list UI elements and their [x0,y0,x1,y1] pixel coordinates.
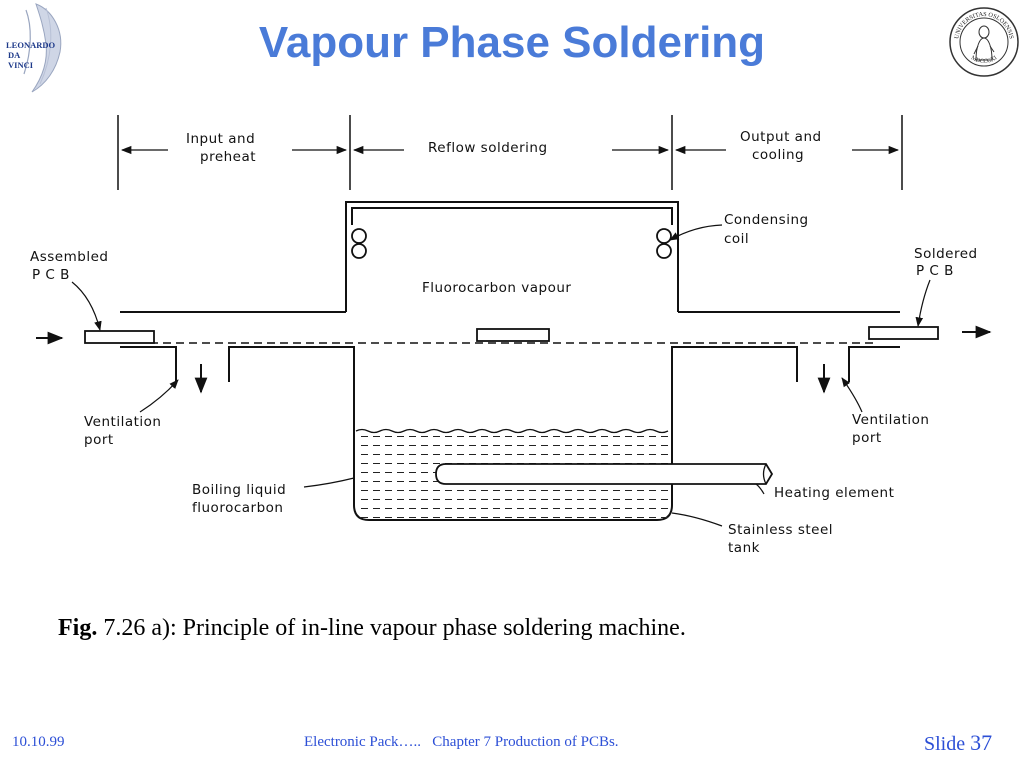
figure-caption: Fig. 7.26 a): Principle of in-line vapou… [58,615,686,642]
footer-center-text: Electronic Pack….. Chapter 7 Production … [304,734,619,750]
zone-output-label-2: cooling [752,147,804,163]
ventilation-left-label-2: port [84,432,114,448]
logo-text-line3: VINCI [8,60,34,70]
zone-reflow-label: Reflow soldering [428,140,548,156]
zone-input-label-1: Input and [186,131,255,147]
assembled-pcb [84,330,155,344]
slide-title: Vapour Phase Soldering [258,18,766,67]
condensing-coil-label-2: coil [724,231,749,247]
fluorocarbon-vapour-label: Fluorocarbon vapour [422,280,571,296]
zone-output-label-1: Output and [740,129,822,145]
condensing-coils [351,228,672,259]
ventilation-right-label-1: Ventilation [852,412,929,428]
zone-input-label-2: preheat [200,149,256,165]
right-vent-wall-2 [848,346,900,382]
pcb-in-vapour [476,328,550,342]
leonardo-da-vinci-logo: LEONARDO DA VINCI [6,3,62,93]
footer-date: 10.10.99 [12,734,65,750]
stainless-tank [353,504,673,521]
stainless-tank-label-1: Stainless steel [728,522,833,538]
boiling-liquid-label-2: fluorocarbon [192,500,283,516]
caption-text: 7.26 a): Principle of in-line vapour pha… [97,615,686,641]
boiling-liquid-label-1: Boiling liquid [192,482,286,498]
vapour-chamber-outer [345,201,679,312]
assembled-pcb-label-2: P C B [32,267,70,283]
ventilation-right-label-2: port [852,430,882,446]
assembled-pcb-label-1: Assembled [30,249,108,265]
right-vent-wall-1 [671,346,798,505]
footer-slide-number: Slide 37 [924,730,992,756]
condensing-coil-label-1: Condensing [724,212,809,228]
logo-text-line1: LEONARDO [6,40,56,50]
slide-label: Slide [924,733,966,755]
heating-element-label: Heating element [774,485,894,501]
university-of-oslo-seal: UNIVERSITAS OSLOENSIS MDCCCXI [949,7,1019,77]
soldered-pcb [868,326,939,340]
heating-element [435,463,774,485]
caption-prefix: Fig. [58,615,98,641]
left-vent-wall-1 [120,346,177,382]
left-vent-wall-2 [228,346,355,505]
soldered-pcb-label-2: P C B [916,263,954,279]
vapour-phase-machine-diagram: Input and preheat Reflow soldering Outpu… [30,115,992,556]
logo-text-line2: DA [8,50,21,60]
ventilation-left-label-1: Ventilation [84,414,161,430]
slide-number: 37 [970,730,993,755]
soldered-pcb-label-1: Soldered [914,246,978,262]
stainless-tank-label-2: tank [728,540,760,556]
